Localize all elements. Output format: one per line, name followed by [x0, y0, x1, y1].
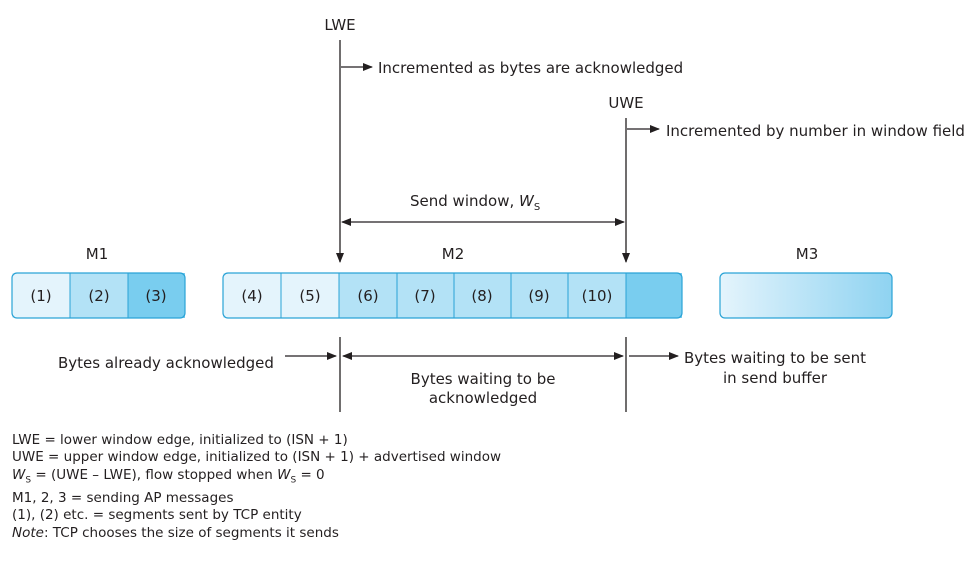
m2-segment-label: (7)	[414, 287, 435, 305]
m2-segment-fill	[223, 273, 281, 318]
legend-line-note: Note: TCP chooses the size of segments i…	[12, 524, 339, 541]
m1-outline	[11, 272, 186, 319]
m1-segment-label: (2)	[88, 287, 109, 305]
m1-segment-2-fill	[70, 273, 128, 318]
lwe-label: LWE	[324, 16, 355, 34]
lwe-note: Incremented as bytes are acknowledged	[378, 59, 683, 77]
m2-segment-fill	[511, 273, 568, 318]
m1-label: M1	[86, 245, 109, 263]
m2-segment-label: (8)	[471, 287, 492, 305]
m2-segment-label: (6)	[357, 287, 378, 305]
m1-segment-3-fill	[128, 273, 185, 318]
m1-block: (1) (2) (3)	[11, 272, 186, 319]
legend-line-segments: (1), (2) etc. = segments sent by TCP ent…	[12, 507, 302, 524]
m2-segment-fill	[397, 273, 454, 318]
m2-segment-fill	[626, 273, 682, 318]
m2-segment-fill	[568, 273, 626, 318]
m3-block	[719, 272, 893, 319]
uwe-label: UWE	[608, 94, 643, 112]
m1-segment-1-fill	[12, 273, 70, 318]
sliding-window-diagram: LWE Incremented as bytes are acknowledge…	[11, 16, 965, 412]
legend-line-ws: WS = (UWE – LWE), flow stopped when WS =…	[12, 466, 325, 486]
m2-segment-fill	[454, 273, 511, 318]
m2-segment-label: (9)	[528, 287, 549, 305]
send-window-label: Send window, WS	[410, 192, 540, 213]
m1-segment-label: (1)	[30, 287, 51, 305]
uwe-note: Incremented by number in window field	[666, 122, 965, 140]
legend-line-lwe: LWE = lower window edge, initialized to …	[12, 432, 348, 448]
m2-outline	[222, 272, 683, 319]
m2-segment-label: (4)	[241, 287, 262, 305]
m2-segment-fill	[339, 273, 397, 318]
legend-line-uwe: UWE = upper window edge, initialized to …	[12, 449, 502, 466]
m2-block: (4) (5) (6) (7) (8) (9) (10)	[222, 272, 683, 319]
m2-segment-label: (10)	[582, 287, 613, 305]
m1-segment-label: (3)	[145, 287, 166, 305]
m2-segment-label: (5)	[299, 287, 320, 305]
m2-segment-fill	[281, 273, 339, 318]
waiting-ack-line1: Bytes waiting to be	[411, 370, 556, 388]
waiting-ack-line2: acknowledged	[429, 389, 537, 407]
waiting-sent-line1: Bytes waiting to be sent	[684, 349, 866, 367]
m2-label: M2	[442, 245, 465, 263]
waiting-sent-line2: in send buffer	[723, 369, 828, 387]
m3-label: M3	[796, 245, 819, 263]
bytes-acked-label: Bytes already acknowledged	[58, 354, 274, 372]
legend: LWE = lower window edge, initialized to …	[12, 432, 501, 542]
legend-line-messages: M1, 2, 3 = sending AP messages	[12, 489, 234, 506]
